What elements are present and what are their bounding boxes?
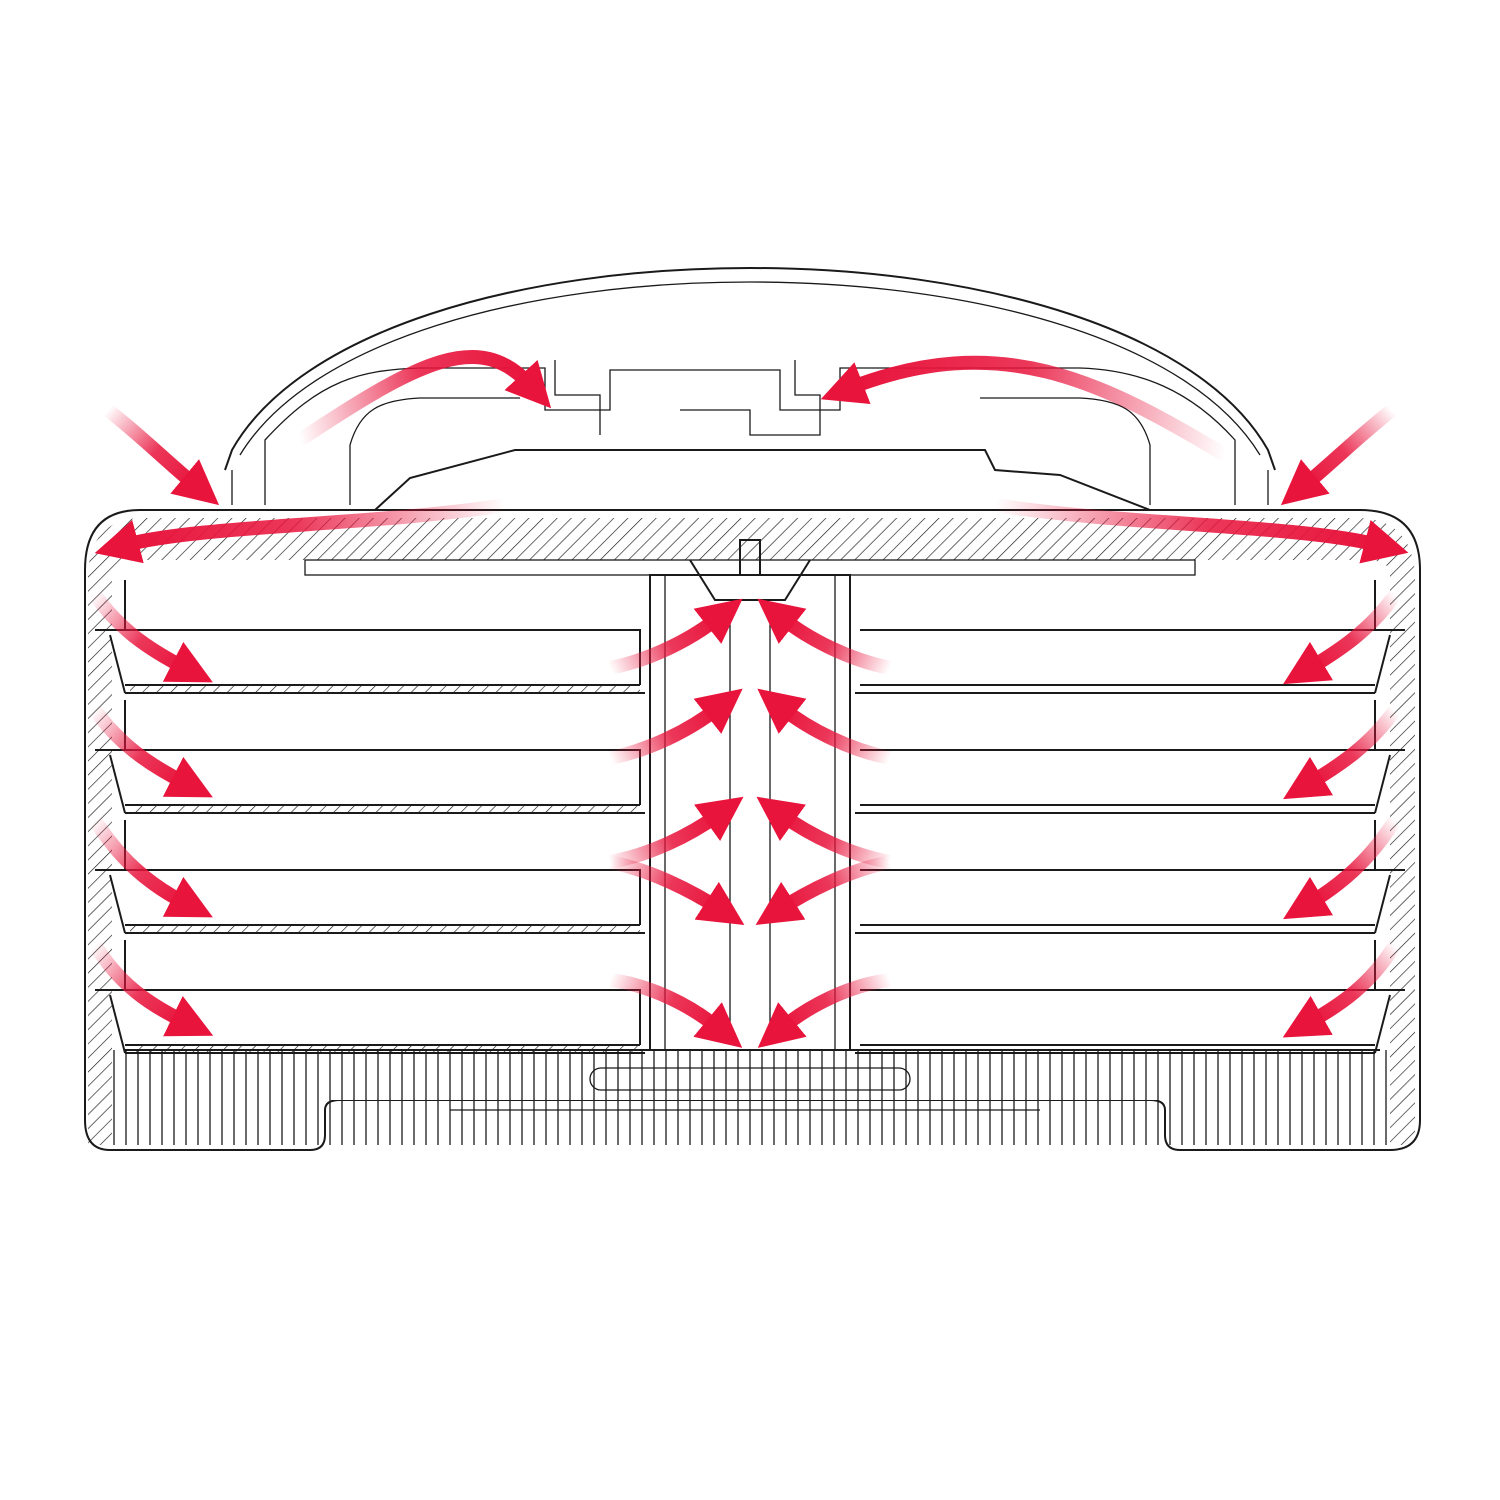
airflow-arrow-icon: [756, 796, 892, 869]
airflow-arrow-icon: [608, 796, 744, 869]
airflow-arrow-icon: [296, 350, 552, 446]
tray: [95, 580, 1405, 694]
tray: [95, 700, 1405, 814]
airflow-arrow-icon: [757, 688, 892, 765]
airflow-arrow-icon: [89, 816, 213, 918]
airflow-arrows: [89, 350, 1409, 1048]
tray: [95, 820, 1405, 934]
center-column: [649, 539, 851, 1051]
airflow-arrow-icon: [89, 705, 213, 798]
airflow-arrow-icon: [757, 598, 892, 675]
airflow-arrow-icon: [94, 498, 507, 564]
airflow-arrow-icon: [1283, 590, 1401, 685]
lid: [224, 266, 1276, 511]
airflow-arrow-icon: [820, 355, 1229, 462]
airflow-arrow-icon: [1282, 941, 1401, 1038]
airflow-arrow-icon: [1280, 404, 1397, 506]
airflow-arrow-icon: [609, 973, 743, 1048]
airflow-arrow-icon: [89, 590, 213, 683]
airflow-arrow-icon: [608, 598, 743, 675]
airflow-arrow-icon: [608, 688, 743, 765]
airflow-arrow-icon: [1283, 816, 1401, 920]
airflow-arrow-icon: [755, 855, 892, 925]
airflow-arrow-icon: [89, 941, 214, 1037]
tray: [95, 940, 1405, 1054]
airflow-arrow-icon: [1283, 705, 1401, 800]
airflow-arrow-icon: [608, 855, 745, 925]
airflow-arrow-icon: [103, 404, 220, 506]
trays: [95, 580, 1405, 1054]
airflow-arrow-icon: [993, 498, 1409, 564]
airflow-arrow-icon: [757, 973, 891, 1048]
